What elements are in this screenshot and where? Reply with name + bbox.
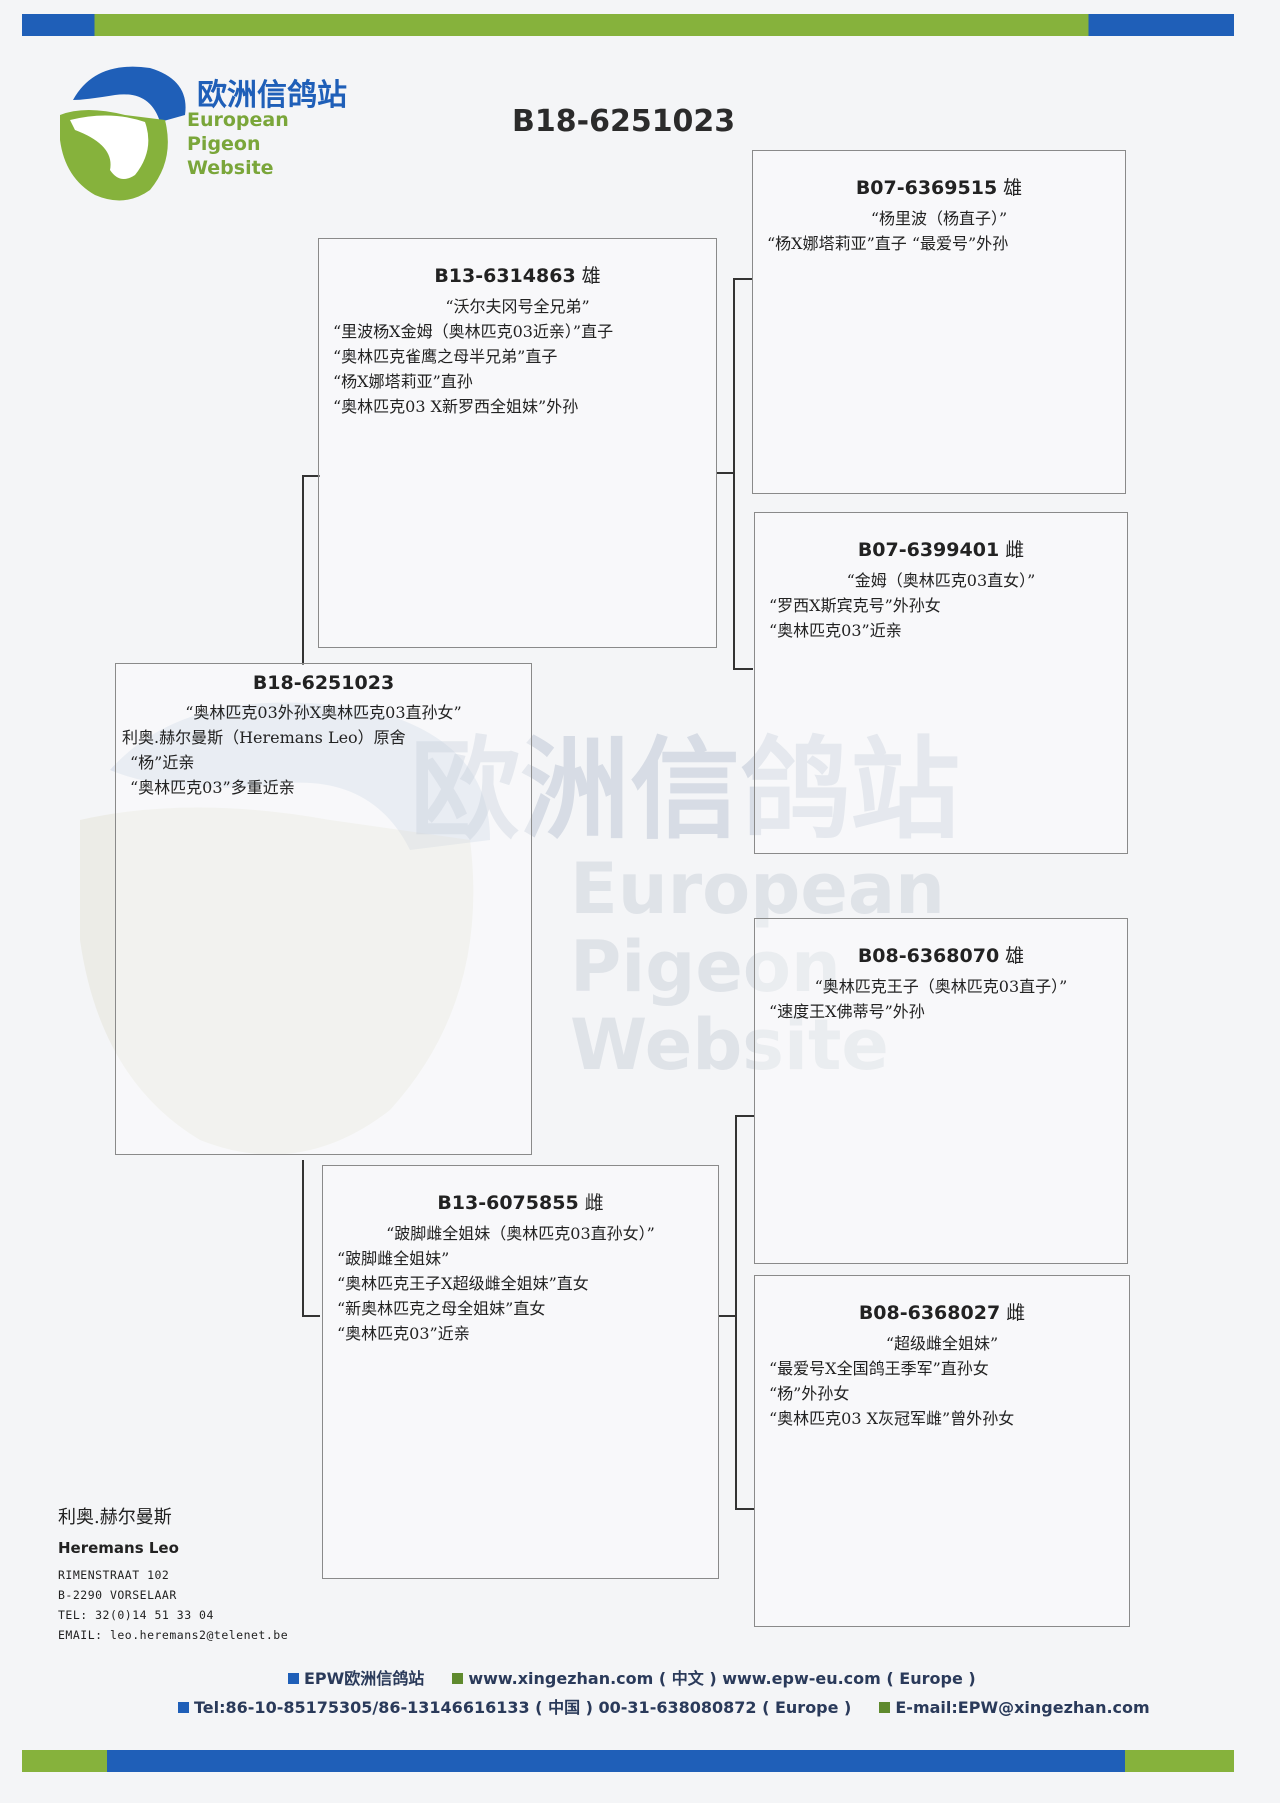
pedigree-line: “奥林匹克雀鹰之母半兄弟”直子 [333, 347, 558, 366]
page-title: B18-6251023 [512, 104, 736, 139]
pedigree-line: “超级雌全姐妹” [885, 1334, 999, 1353]
pedigree-line: “金姆（奥林匹克03直女）” [846, 571, 1036, 590]
pedigree-line: “杨”外孙女 [769, 1384, 850, 1403]
owner-address-line: RIMENSTRAAT 102 [58, 1568, 170, 1582]
footer-websites[interactable]: www.xingezhan.com ( 中文 ) www.epw-eu.com … [468, 1669, 976, 1688]
connector-sire-stub [717, 472, 734, 474]
pedigree-line: “新奥林匹克之母全姐妹”直女 [337, 1299, 546, 1318]
sex-label: 雌 [1006, 1302, 1026, 1324]
pigeon-logo-icon [60, 66, 186, 201]
owner-name-cn: 利奥.赫尔曼斯 [58, 1507, 172, 1528]
pedigree-line: “奥林匹克03 X新罗西全姐妹”外孙 [333, 397, 579, 416]
pedigree-line: “速度王X佛蒂号”外孙 [769, 1002, 925, 1021]
owner-name-en: Heremans Leo [58, 1539, 179, 1557]
pedigree-line: “奥林匹克03外孙X奥林匹克03直孙女” [185, 703, 462, 722]
pedigree-line: “奥林匹克王子X超级雌全姐妹”直女 [337, 1274, 589, 1293]
owner-email: EMAIL: leo.heremans2@telenet.be [58, 1628, 289, 1642]
footer-email[interactable]: E-mail:EPW@xingezhan.com [895, 1698, 1150, 1717]
pedigree-line: “跛脚雌全姐妹” [337, 1249, 450, 1268]
pedigree-line: “沃尔夫冈号全兄弟” [445, 297, 590, 316]
owner-tel: TEL: 32(0)14 51 33 04 [58, 1608, 214, 1622]
pedigree-line: “杨X娜塔莉亚”直子 “最爱号”外孙 [767, 234, 1009, 253]
sex-label: 雌 [584, 1192, 604, 1214]
sex-label: 雄 [1005, 945, 1025, 967]
connector-subject-dam-horizontal [302, 1315, 320, 1317]
pedigree-line: “奥林匹克03”近亲 [337, 1324, 470, 1343]
green-square-icon [879, 1702, 891, 1713]
pedigree-line: “杨X娜塔莉亚”直孙 [333, 372, 473, 391]
footer-line-2: Tel:86-10-85175305/86-13146616133 ( 中国 )… [0, 1694, 1280, 1718]
connector-dam-gs2 [735, 1115, 755, 1117]
connector-subject-dam-vertical [302, 1160, 304, 1317]
pedigree-line: “罗西X斯宾克号”外孙女 [769, 596, 941, 615]
pedigree-line: “最爱号X全国鸽王季军”直孙女 [769, 1359, 989, 1378]
footer-line-1: EPW欧洲信鸽站 www.xingezhan.com ( 中文 ) www.epw… [0, 1665, 1280, 1689]
pedigree-box-subject: B18-6251023 “奥林匹克03外孙X奥林匹克03直孙女” 利奥.赫尔曼斯… [115, 663, 532, 1155]
footer-epw: EPW欧洲信鸽站 [304, 1669, 425, 1688]
top-color-band [22, 14, 1234, 36]
connector-dam-vertical [735, 1115, 737, 1510]
owner-info: 利奥.赫尔曼斯 Heremans Leo RIMENSTRAAT 102 B-2… [58, 1503, 288, 1645]
pedigree-line: “奥林匹克03 X灰冠军雌”曾外孙女 [769, 1409, 1015, 1428]
epw-logo: 欧洲信鸽站 European Pigeon Website [55, 60, 355, 205]
connector-sire-vertical [733, 278, 735, 670]
bottom-color-band [22, 1750, 1234, 1772]
pedigree-line: “里波杨X金姆（奥林匹克03近亲）”直子 [333, 322, 614, 341]
pedigree-line: “跛脚雌全姐妹（奥林匹克03直孙女）” [386, 1224, 655, 1243]
connector-sire-gd1 [733, 668, 753, 670]
connector-subject-sire-vertical [302, 475, 304, 665]
blue-square-icon [288, 1673, 299, 1684]
connector-sire-gs1 [733, 278, 753, 280]
sex-label: 雄 [1003, 177, 1023, 199]
logo-english-name: European Pigeon Website [187, 109, 289, 179]
pedigree-line: “杨里波（杨直子）” [870, 209, 1008, 228]
pedigree-line: “奥林匹克王子（奥林匹克03直子）” [814, 977, 1068, 996]
pedigree-line: 利奥.赫尔曼斯（Heremans Leo）原舍 [122, 728, 406, 747]
green-square-icon [452, 1673, 464, 1684]
logo-chinese-name: 欧洲信鸽站 [197, 78, 347, 113]
connector-dam-gd2 [735, 1508, 755, 1510]
blue-square-icon [178, 1702, 189, 1713]
pedigree-line: “杨”近亲 [130, 753, 195, 772]
connector-dam-stub [719, 1315, 736, 1317]
connector-subject-sire-horizontal [302, 475, 320, 477]
owner-address-line: B-2290 VORSELAAR [58, 1588, 177, 1602]
ring-number: B18-6251023 [252, 672, 395, 694]
sex-label: 雌 [1005, 539, 1025, 561]
pedigree-line: “奥林匹克03”多重近亲 [130, 778, 295, 797]
pedigree-line: “奥林匹克03”近亲 [769, 621, 902, 640]
sex-label: 雄 [581, 265, 601, 287]
footer-tel: Tel:86-10-85175305/86-13146616133 ( 中国 )… [194, 1698, 852, 1717]
